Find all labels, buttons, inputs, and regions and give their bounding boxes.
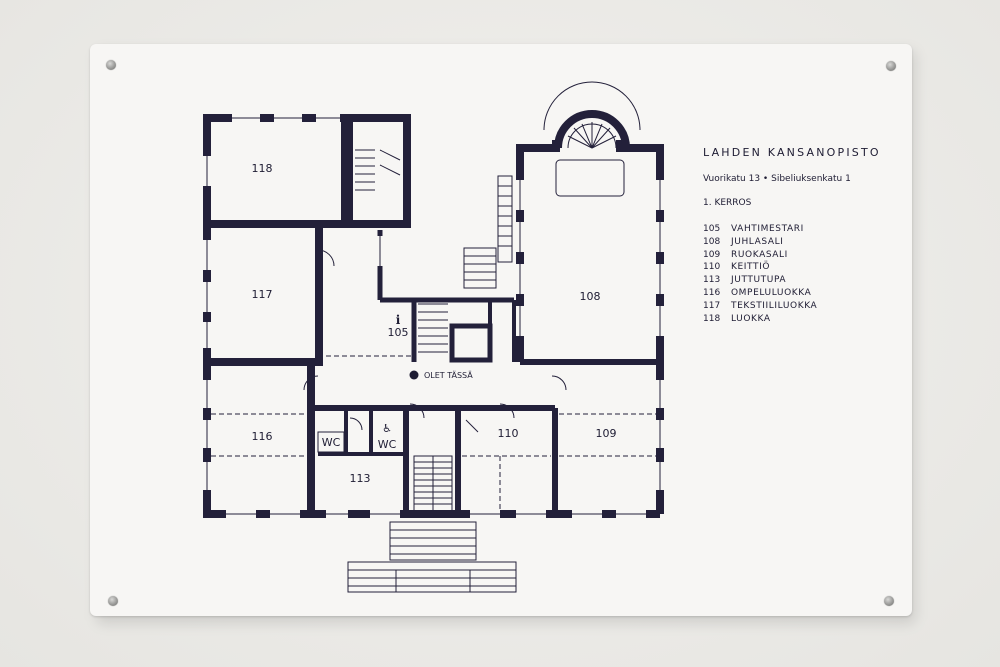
legend-number: 117 (703, 300, 721, 311)
legend-number: 108 (703, 236, 721, 247)
room-113-label: 113 (350, 472, 371, 485)
legend-item: 109 RUOKASALI (703, 249, 881, 262)
room-109-label: 109 (596, 427, 617, 440)
legend-number: 118 (703, 313, 721, 324)
wall-room-118 (203, 114, 349, 228)
room-117-label: 117 (252, 288, 273, 301)
legend-number: 105 (703, 224, 721, 234)
legend-name: OMPELULUOKKA (731, 287, 812, 298)
legend-item: 118 LUOKKA (703, 313, 881, 326)
legend-item: 113 JUTTUTUPA (703, 274, 881, 287)
legend-item: 105 VAHTIMESTARI (703, 223, 881, 236)
wc-accessible-label: WC (378, 438, 397, 451)
room-116-label: 116 (252, 430, 273, 443)
legend-name: KEITTIÖ (731, 262, 771, 273)
room-105-label: 105 (388, 326, 409, 339)
screw-icon (886, 61, 896, 71)
you-are-here-dot-icon (409, 370, 419, 380)
sign-title: LAHDEN KANSANOPISTO (703, 146, 881, 159)
legend-number: 116 (703, 287, 721, 298)
legend-item: 116 OMPELULUOKKA (703, 287, 881, 300)
legend-item: 110 KEITTIÖ (703, 261, 881, 274)
screw-icon (108, 596, 118, 606)
room-110-label: 110 (498, 427, 519, 440)
screw-icon (884, 596, 894, 606)
legend-item: 108 JUHLASALI (703, 236, 881, 249)
legend-name: JUTTUTUPA (731, 275, 787, 286)
you-are-here-label: OLET TÄSSÄ (424, 370, 473, 380)
sign-address: Vuorikatu 13 • Sibeliuksenkatu 1 (703, 174, 851, 184)
legend-item: 117 TEKSTIILILUOKKA (703, 300, 881, 313)
wall-stair-tower (345, 114, 411, 228)
legend-name: JUHLASALI (731, 236, 784, 247)
legend-number: 110 (703, 262, 721, 273)
sign-panel (90, 44, 912, 616)
screw-icon (106, 60, 116, 70)
wheelchair-icon: ♿ (382, 422, 392, 435)
room-legend: 105 VAHTIMESTARI 108 JUHLASALI 109 RUOKASAL… (703, 223, 881, 325)
wc-label: WC (322, 436, 341, 449)
room-108-label: 108 (580, 290, 601, 303)
info-panel: LAHDEN KANSANOPISTO Vuorikatu 13 • Sibel… (703, 146, 881, 325)
info-icon: i (396, 313, 401, 327)
legend-name: VAHTIMESTARI (731, 224, 804, 234)
legend-name: LUOKKA (731, 313, 771, 324)
legend-number: 109 (703, 249, 721, 260)
legend-name: TEKSTIILILUOKKA (731, 300, 818, 311)
legend-number: 113 (703, 275, 721, 286)
floor-label: 1. KERROS (703, 198, 752, 208)
room-118-label: 118 (252, 162, 273, 175)
legend-name: RUOKASALI (731, 249, 788, 260)
